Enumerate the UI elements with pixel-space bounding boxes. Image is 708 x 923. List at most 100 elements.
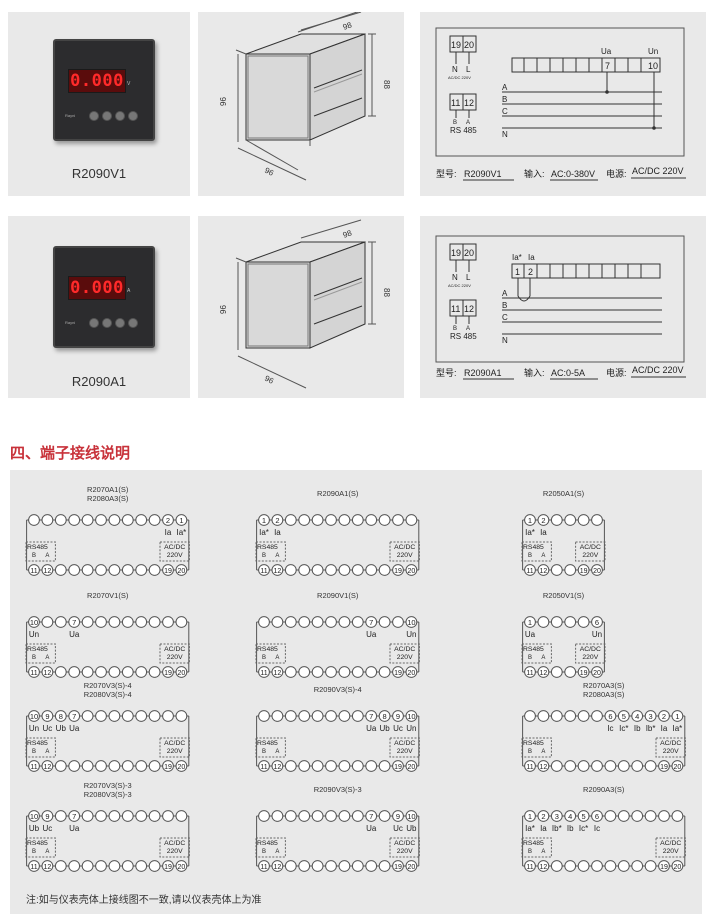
input-value: AC:0-380V [551, 169, 595, 179]
terminal-circle [378, 760, 391, 772]
rs485-box [255, 737, 286, 758]
meter-front-2: 0.000 A Rayni [53, 246, 155, 348]
terminal-number: 7 [369, 618, 373, 627]
terminal-circle [537, 760, 550, 772]
terminal-circle [271, 616, 284, 628]
terminal-circle [135, 710, 148, 722]
terminal-circle [591, 710, 603, 722]
terminal-label: Ib [567, 824, 574, 833]
dim-width: 96 [219, 305, 228, 314]
terminal-number: 11 [526, 670, 533, 677]
terminal-label: Ic [594, 824, 600, 833]
terminal-circle [162, 760, 174, 772]
terminal-number: 19 [164, 568, 172, 575]
terminal-circle [135, 564, 148, 576]
terminal-diagram: R2070V3(S)-4R2080V3(S)-410Un9Uc8Ub7UaRS4… [25, 681, 190, 772]
terminal-circle [550, 760, 563, 772]
terminal-circle [577, 810, 590, 822]
terminal-circle [671, 860, 684, 872]
rs485-a: A [275, 553, 279, 559]
dim-width: 96 [219, 97, 228, 106]
terminal-number: 2 [275, 516, 279, 525]
terminal-label: Uc [43, 724, 53, 733]
diagram-title: R2070A1(S) [87, 485, 129, 494]
terminal-circle [28, 710, 40, 722]
terminal-circle [258, 616, 270, 628]
terminal-number: 12 [44, 864, 52, 871]
terminal-number: 12 [44, 568, 52, 575]
terminal-circle [537, 564, 550, 576]
rs485-a: A [541, 749, 545, 755]
top-label-ia-star: Ia* [512, 253, 522, 262]
terminal-circle [325, 810, 337, 822]
diagram-title: R2090V3(S)-4 [314, 685, 362, 694]
ac-text: AC/DC [660, 840, 681, 847]
terminal-circle [577, 666, 590, 678]
rs485-box [25, 643, 56, 664]
terminal-number: 2 [541, 516, 545, 525]
ac-volt: 220V [397, 748, 413, 755]
terminal-circle [524, 514, 536, 526]
ac-volt: 220V [397, 654, 413, 661]
terminal-circle [378, 666, 391, 678]
rs485-text: RS485 [257, 840, 278, 847]
terminal-circle [81, 616, 94, 628]
product-photo-panel-2: 0.000 A Rayni R2090A1 [8, 216, 190, 398]
terminal-circle [148, 710, 161, 722]
terminal-circle [378, 710, 391, 722]
rs485-a: A [45, 749, 49, 755]
terminal-circle [311, 860, 324, 872]
diagram-title: R2050A1(S) [543, 489, 585, 498]
terminal-circle [95, 810, 107, 822]
terminal-circle [617, 860, 630, 872]
terminal-circle [28, 860, 40, 872]
terminal-circle [537, 514, 550, 526]
terminal-circle [95, 616, 107, 628]
terminal-number: 1 [528, 618, 532, 627]
terminal-number: 9 [396, 712, 400, 721]
terminal-circle [405, 564, 418, 576]
dimension-drawing-1: 98 88 96 96 [219, 9, 391, 181]
terminal-circle [311, 666, 324, 678]
terminal-circle [258, 666, 270, 678]
terminal-circle [392, 616, 404, 628]
terminal-circle [54, 514, 67, 526]
terminal-circle [591, 860, 603, 872]
ac-volt: 220V [397, 552, 413, 559]
terminal-circle [298, 616, 311, 628]
wiring-diagram-2: 19 20 N L AC/DC 220V 11 12 B A RS 485 Ia… [435, 235, 686, 380]
terminal-circle [325, 666, 337, 678]
terminal-circle [121, 860, 134, 872]
line-n: N [502, 336, 508, 345]
terminal-number: 8 [59, 712, 63, 721]
terminal-circle [28, 666, 40, 678]
terminal-circle [54, 710, 67, 722]
terminal-circle [54, 860, 67, 872]
terminal-circle [591, 760, 603, 772]
terminal-circle [54, 616, 67, 628]
terminal-circle [311, 564, 324, 576]
rs485-a: A [541, 655, 545, 661]
terminal-circle [392, 810, 404, 822]
terminal-circle [54, 564, 67, 576]
terminal-label: Ub [379, 724, 390, 733]
ac-box [655, 737, 686, 758]
terminal-label: Ia [661, 724, 668, 733]
terminal-circle [41, 514, 54, 526]
ac-text: AC/DC [394, 740, 415, 747]
terminal-circle [28, 514, 40, 526]
terminal-circle [284, 860, 297, 872]
dim-depth: 98 [342, 20, 354, 32]
terminal-circle [658, 760, 670, 772]
terminal-circle [405, 616, 418, 628]
terminal-circle [365, 860, 378, 872]
terminal-label: Uc [393, 824, 403, 833]
ac-box [389, 643, 420, 664]
rs485-text: RS485 [523, 544, 544, 551]
dim-height: 88 [382, 80, 391, 89]
ac-volt: 220V [582, 552, 598, 559]
rs485-text: RS485 [523, 740, 544, 747]
rs-label-a: A [466, 326, 470, 332]
